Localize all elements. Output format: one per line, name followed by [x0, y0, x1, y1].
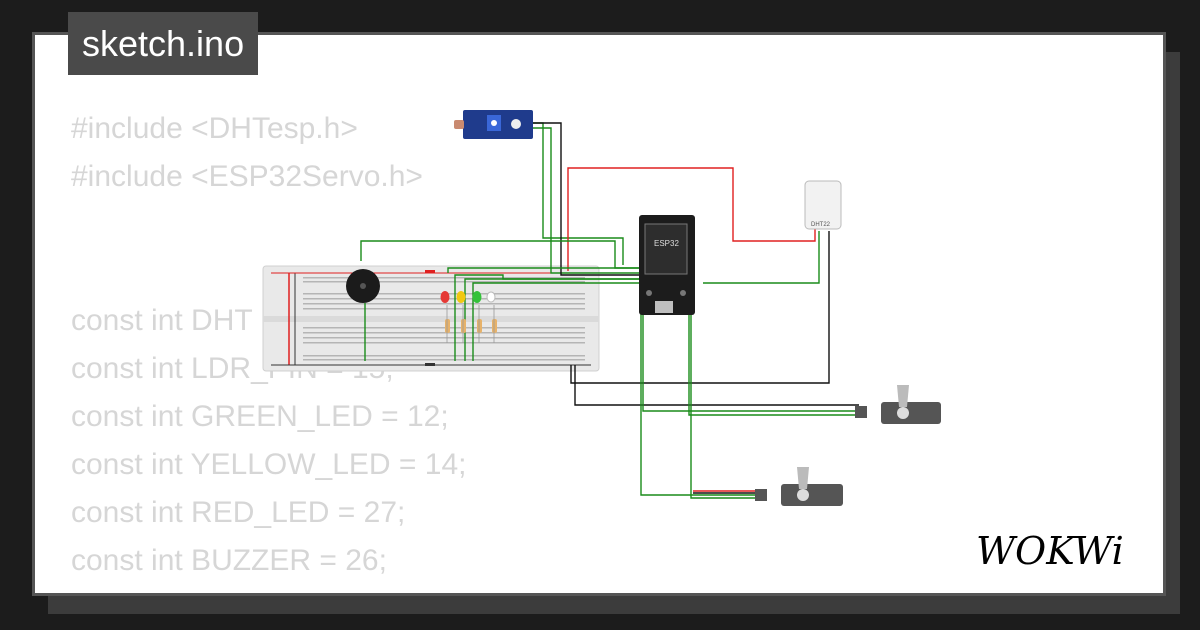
esp32-board: ESP32 [639, 215, 695, 315]
wire-black [570, 231, 830, 384]
dht22-label: DHT22 [811, 222, 831, 228]
wire-green [472, 282, 639, 361]
code-line: #include <ESP32Servo.h> [71, 160, 423, 193]
wire-green [464, 278, 639, 361]
led-red [440, 291, 450, 303]
code-background: #include <DHTesp.h> #include <ESP32Servo… [71, 105, 467, 593]
wire-green [688, 301, 859, 416]
dht22-sensor: DHT22 [804, 180, 842, 230]
buzzer [346, 269, 380, 303]
preview-card: #include <DHTesp.h> #include <ESP32Servo… [32, 32, 1166, 596]
wire-green [640, 313, 759, 496]
ldr-module [454, 110, 533, 139]
led-yellow [456, 291, 466, 303]
code-line: const int BUZZER = 26; [71, 544, 387, 577]
wire-green [533, 122, 624, 265]
servo-motor-top [855, 385, 941, 424]
wire-black [574, 365, 859, 406]
logo-lettering: WOKWi [976, 530, 1124, 573]
code-line: const int DHT [71, 304, 253, 337]
led-white [486, 291, 496, 303]
code-line: const int YELLOW_LED = 14; [71, 448, 467, 481]
breadboard [262, 265, 600, 372]
wire-green [642, 301, 859, 412]
wire-green [690, 313, 759, 499]
page-title: sketch.ino [68, 12, 259, 75]
wires [360, 122, 859, 499]
wire-green [447, 267, 639, 273]
led-green [472, 291, 482, 303]
wire-green [360, 240, 639, 269]
servo-motor-bottom [755, 467, 843, 506]
code-line: const int WHITE_LED = 25 [71, 585, 467, 593]
code-line: #include <DHTesp.h> [71, 112, 358, 145]
wire-green [533, 127, 639, 274]
circuit-diagram: ESP32 DHT22 [262, 110, 941, 506]
esp32-label: ESP32 [654, 239, 679, 248]
wokwi-logo: WOKWi [976, 530, 1124, 573]
wire-green [703, 231, 820, 284]
code-line: const int RED_LED = 27; [71, 496, 406, 529]
resistors [445, 305, 497, 343]
wire-red [567, 167, 816, 271]
wire-black [533, 122, 639, 276]
code-line: const int GREEN_LED = 12; [71, 400, 449, 433]
